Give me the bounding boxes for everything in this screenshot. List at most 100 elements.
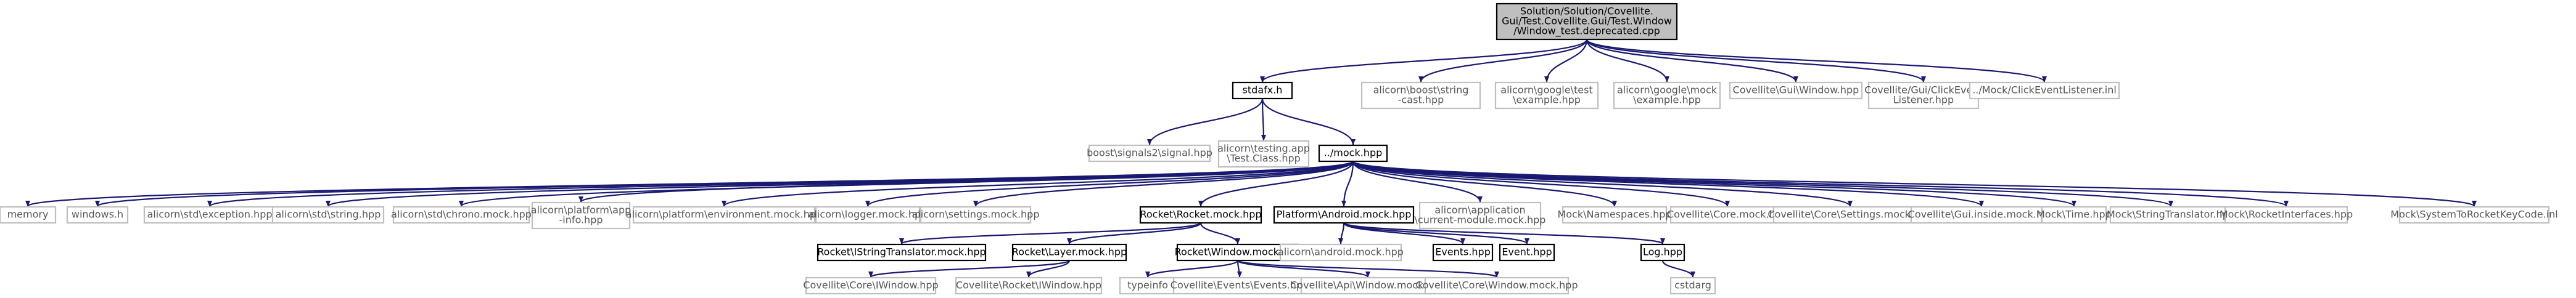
node-rocket_interfaces: Mock\RocketInterfaces.hpp	[2220, 206, 2353, 224]
node-box-root	[1496, 2, 1678, 41]
node-box-rocket_interfaces	[2224, 206, 2348, 224]
node-box-mock	[1318, 144, 1388, 163]
node-istring_translator[interactable]: Rocket\IStringTranslator.mock.hpp	[817, 243, 987, 262]
node-label-cstdarg: cstdarg	[1674, 280, 1711, 291]
node-logger: alicorn\logger.mock.hpp	[809, 206, 927, 224]
node-core_iwindow: Covellite\Core\IWindow.hpp	[803, 276, 939, 295]
node-rocket[interactable]: Rocket\Rocket.mock.hpp	[1139, 206, 1262, 224]
edge-rocket-to-rocket_window	[1200, 222, 1240, 244]
node-label-testing_app: alicorn\testing.app	[1217, 143, 1310, 155]
node-rocket_window[interactable]: Rocket\Window.mock.hpp	[1175, 243, 1301, 262]
node-box-api_window	[1300, 276, 1436, 295]
node-box-signal	[1088, 144, 1211, 163]
node-layer: Solution/Solution/Covellite.Gui/Test.Cov…	[0, 2, 2558, 295]
node-box-memory	[0, 206, 57, 224]
node-label-system_to_rocket: Mock\SystemToRocketKeyCode.inl	[2390, 209, 2557, 220]
node-label-events_events: Covellite\Events\Events.hpp	[1171, 280, 1309, 291]
node-label-click_listener: Listener.hpp	[1893, 94, 1954, 106]
edge-stdafx-to-signal	[1147, 98, 1264, 145]
node-box-namespaces	[1562, 206, 1668, 224]
node-box-cstdarg	[1669, 276, 1716, 295]
edge-rocket_window-to-typeinfo	[1145, 259, 1239, 278]
edge-mock-to-platform_env	[722, 161, 1354, 207]
node-label-click_listener: Covellite/Gui/ClickEvent	[1864, 84, 1982, 96]
node-event[interactable]: Event.hpp	[1499, 243, 1555, 262]
node-root[interactable]: Solution/Solution/Covellite.Gui/Test.Cov…	[1496, 2, 1678, 41]
node-string_translator: Mock\StringTranslator.hpp	[2107, 206, 2235, 224]
edge-android-to-event	[1343, 222, 1529, 245]
node-box-windows	[66, 206, 129, 224]
node-label-events: Events.hpp	[1435, 246, 1491, 258]
node-label-root: Gui/Test.Covellite.Gui/Test.Window	[1502, 15, 1672, 27]
node-gui_inside: Covellite\Gui.inside.mock.hpp	[1908, 206, 2055, 224]
node-label-stdafx: stdafx.h	[1243, 84, 1283, 96]
node-label-gui_inside: Covellite\Gui.inside.mock.hpp	[1908, 209, 2055, 220]
node-box-event	[1499, 243, 1555, 262]
node-settings: alicorn\settings.mock.hpp	[912, 206, 1039, 224]
node-box-log	[1640, 243, 1685, 262]
edge-mock-to-platform_app	[578, 160, 1354, 203]
node-signal: boost\signals2\signal.hpp	[1087, 144, 1212, 163]
node-label-mock: ../mock.hpp	[1324, 147, 1383, 159]
node-box-rocket	[1139, 206, 1262, 224]
node-box-rocket_layer	[1011, 243, 1127, 262]
node-platform_env: alicorn\platform\environment.mock.hpp	[626, 206, 822, 224]
edge-mock-to-rocket_interfaces	[1352, 161, 2289, 207]
node-log[interactable]: Log.hpp	[1640, 243, 1685, 262]
node-mock[interactable]: ../mock.hpp	[1318, 144, 1388, 163]
node-label-mock_time: Mock\Time.hpp	[2036, 209, 2112, 220]
node-label-string: alicorn\std\string.hpp	[276, 209, 381, 220]
node-box-android	[1273, 206, 1415, 224]
node-system_to_rocket: Mock\SystemToRocketKeyCode.inl	[2390, 206, 2558, 224]
node-api_window: Covellite\Api\Window.mock.hpp	[1290, 276, 1446, 295]
node-stdafx[interactable]: stdafx.h	[1232, 81, 1293, 100]
edge-root-to-stdafx	[1260, 39, 1588, 83]
node-label-platform_app: alicorn\platform\app	[531, 204, 632, 216]
node-label-signal: boost\signals2\signal.hpp	[1087, 147, 1212, 159]
edge-rocket_window-to-events_events	[1237, 260, 1242, 278]
node-box-platform_app	[531, 201, 631, 230]
node-box-core_iwindow	[805, 276, 937, 295]
node-box-lexical_cast	[1360, 81, 1481, 110]
node-box-logger	[815, 206, 921, 224]
edge-mock-to-android	[1341, 161, 1354, 207]
node-windows: windows.h	[66, 206, 129, 224]
node-android_mock: alicorn\android.mock.hpp	[1278, 243, 1404, 262]
node-label-core_iwindow: Covellite\Core\IWindow.hpp	[803, 280, 938, 291]
node-box-stdafx	[1232, 81, 1293, 100]
node-click_listener: Covellite/Gui/ClickEventListener.hpp	[1864, 81, 1983, 110]
node-box-core_window	[1424, 276, 1570, 295]
node-box-events_events	[1172, 276, 1307, 295]
edge-root-to-gmock	[1586, 39, 1669, 83]
node-box-testing_app	[1217, 140, 1310, 168]
node-events[interactable]: Events.hpp	[1432, 243, 1494, 262]
node-label-root: Solution/Solution/Covellite.	[1520, 6, 1653, 17]
node-label-istring_translator: Rocket\IStringTranslator.mock.hpp	[817, 246, 986, 258]
node-box-events	[1432, 243, 1494, 262]
edge-android-to-events	[1343, 222, 1465, 244]
node-android[interactable]: Platform\Android.mock.hpp	[1273, 206, 1415, 224]
edge-layer	[25, 39, 2477, 278]
edge-android-to-log	[1343, 222, 1665, 245]
node-label-gtest: alicorn\google\test	[1500, 84, 1592, 96]
node-label-gmock: alicorn\google\mock	[1617, 84, 1718, 96]
node-rocket_layer[interactable]: Rocket\Layer.mock.hpp	[1011, 243, 1127, 262]
edge-mock-to-current_module	[1352, 161, 1483, 203]
edge-root-to-gui_window	[1586, 39, 1798, 83]
node-gmock: alicorn\google\mock\example.hpp	[1613, 81, 1721, 110]
node-label-windows: windows.h	[72, 209, 123, 220]
node-platform_app: alicorn\platform\app-info.hpp	[531, 201, 632, 230]
edge-mock-to-namespaces	[1352, 161, 1617, 207]
node-typeinfo: typeinfo	[1119, 276, 1177, 295]
edge-stdafx-to-mock	[1261, 98, 1356, 145]
node-label-core_window: Covellite\Core\Window.mock.hpp	[1415, 280, 1578, 291]
node-label-android: Platform\Android.mock.hpp	[1277, 209, 1412, 220]
node-label-rocket_iwindow: Covellite\Rocket\IWindow.hpp	[956, 280, 1101, 291]
node-box-core_settings	[1772, 206, 1928, 224]
edge-rocket-to-rocket_layer	[1067, 222, 1202, 245]
edge-stdafx-to-testing_app	[1261, 98, 1266, 141]
node-box-gmock	[1613, 81, 1721, 110]
node-box-string_translator	[2109, 206, 2232, 224]
node-mock_time: Mock\Time.hpp	[2036, 206, 2112, 224]
edge-root-to-lexical_cast	[1418, 39, 1588, 83]
